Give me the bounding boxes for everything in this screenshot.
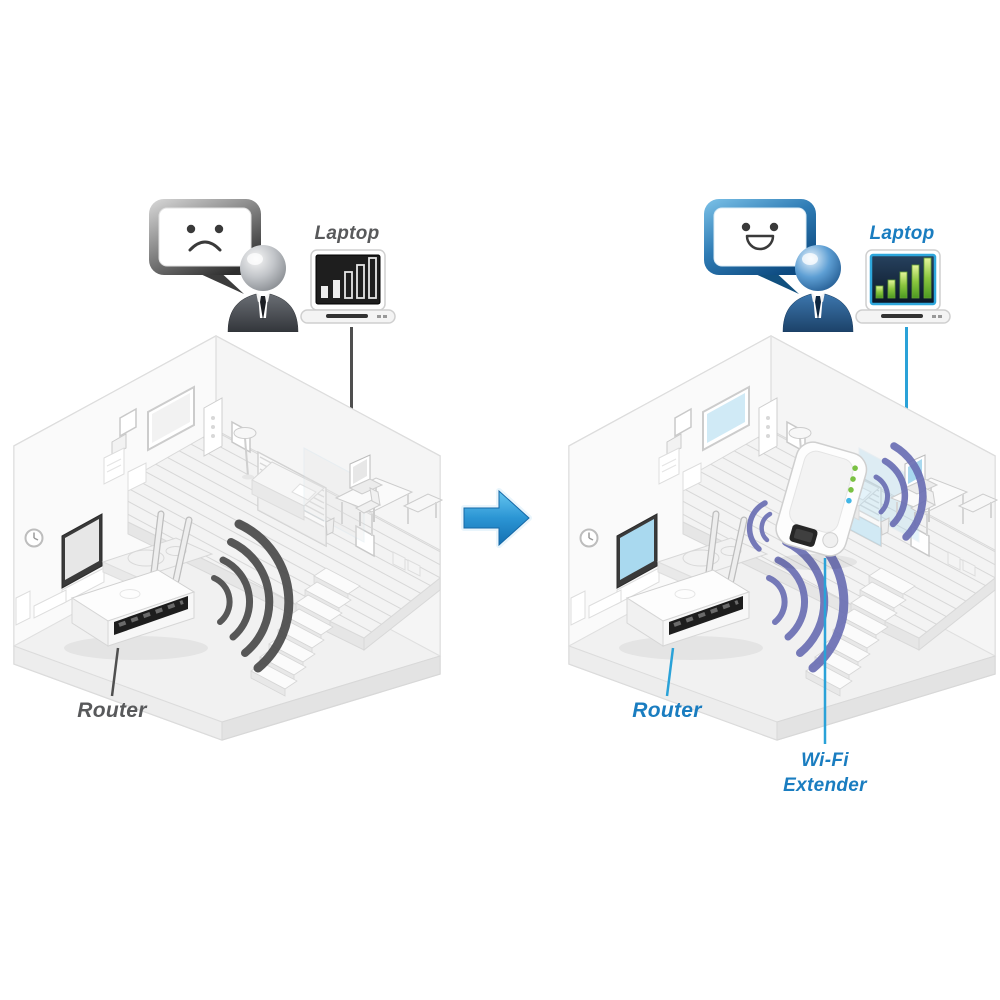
router-device	[625, 510, 751, 647]
laptop-signal-icon	[300, 249, 396, 324]
desk-laptop-icon	[348, 454, 384, 495]
person-head	[795, 245, 841, 291]
wall-clock-icon	[579, 528, 599, 548]
side-table	[402, 493, 444, 524]
extender-label-line2: Extender	[783, 775, 867, 796]
picture-frame	[666, 433, 682, 457]
side-table	[957, 493, 999, 524]
bed	[251, 461, 325, 521]
speaker-tower	[203, 397, 223, 457]
extender-led-lights	[846, 465, 858, 504]
router-antenna	[705, 510, 748, 584]
extender-device	[773, 441, 868, 570]
speech-bubble-sad	[149, 199, 261, 294]
laptop-pointer-line	[905, 327, 908, 471]
wall-window	[702, 385, 750, 452]
speaker-box	[15, 590, 31, 626]
speaker-box	[570, 590, 586, 626]
tv-icon	[616, 513, 658, 589]
picture-frame	[119, 407, 137, 438]
sad-face-icon	[186, 224, 224, 252]
router-shadow	[619, 636, 763, 660]
happy-face-icon	[741, 222, 779, 251]
wall-shelf	[103, 447, 147, 492]
stairs	[805, 567, 916, 697]
tie	[260, 296, 266, 320]
tie	[815, 296, 821, 320]
house-mount	[563, 330, 1000, 755]
wall-shelf	[392, 551, 421, 577]
signal-bars	[875, 257, 932, 299]
wastebasket	[880, 517, 890, 536]
scene-before: Laptop	[0, 0, 450, 1000]
right-arrow-icon	[461, 488, 532, 548]
house-illustration	[12, 335, 444, 741]
signal-bars	[321, 257, 377, 299]
extender-wps-button	[822, 532, 839, 549]
router-label: Router	[77, 699, 147, 722]
router-antenna	[150, 510, 193, 584]
laptop-label: Laptop	[314, 223, 380, 244]
extender-label-line1: Wi-Fi	[801, 750, 849, 771]
wastebasket	[325, 517, 335, 536]
router-device	[70, 510, 196, 647]
router-pointer-line	[665, 647, 675, 697]
person-head	[240, 245, 286, 291]
router-shadow	[64, 636, 208, 660]
router-label: Router	[632, 699, 702, 722]
wall-shelf	[658, 447, 702, 492]
house-mount	[8, 330, 448, 755]
speaker-box	[588, 589, 622, 619]
wall-shelf	[947, 551, 976, 577]
speech-bubble-happy	[704, 199, 816, 294]
laptop-pointer-line	[350, 327, 353, 471]
extender-label: Wi-Fi Extender	[755, 748, 895, 798]
laptop-label: Laptop	[869, 223, 935, 244]
picture-frame	[355, 524, 375, 558]
wall-window	[147, 385, 195, 452]
base-right-face	[776, 655, 996, 741]
speaker-box	[33, 589, 67, 619]
house-illustration	[567, 335, 999, 744]
speaker-tower	[758, 397, 778, 457]
desk-chair	[354, 487, 382, 526]
glass-partition	[303, 447, 365, 543]
person-icon	[227, 245, 299, 332]
person-icon	[782, 245, 854, 332]
laptop-signal-icon	[855, 249, 951, 324]
wall-clock-icon	[24, 528, 44, 548]
router-pointer-line	[110, 647, 120, 697]
extender-wifi-signal-arcs	[746, 442, 927, 552]
picture-frame	[111, 433, 127, 457]
router-wifi-signal-arcs	[211, 519, 294, 673]
speech-bubble-panel	[158, 207, 252, 267]
scene-after: Laptop	[555, 0, 1000, 1000]
tv-icon	[61, 513, 103, 589]
floor-lamp	[233, 427, 257, 480]
base-right-face	[221, 655, 441, 741]
picture-frame	[674, 407, 692, 438]
picture-frame	[910, 524, 930, 558]
